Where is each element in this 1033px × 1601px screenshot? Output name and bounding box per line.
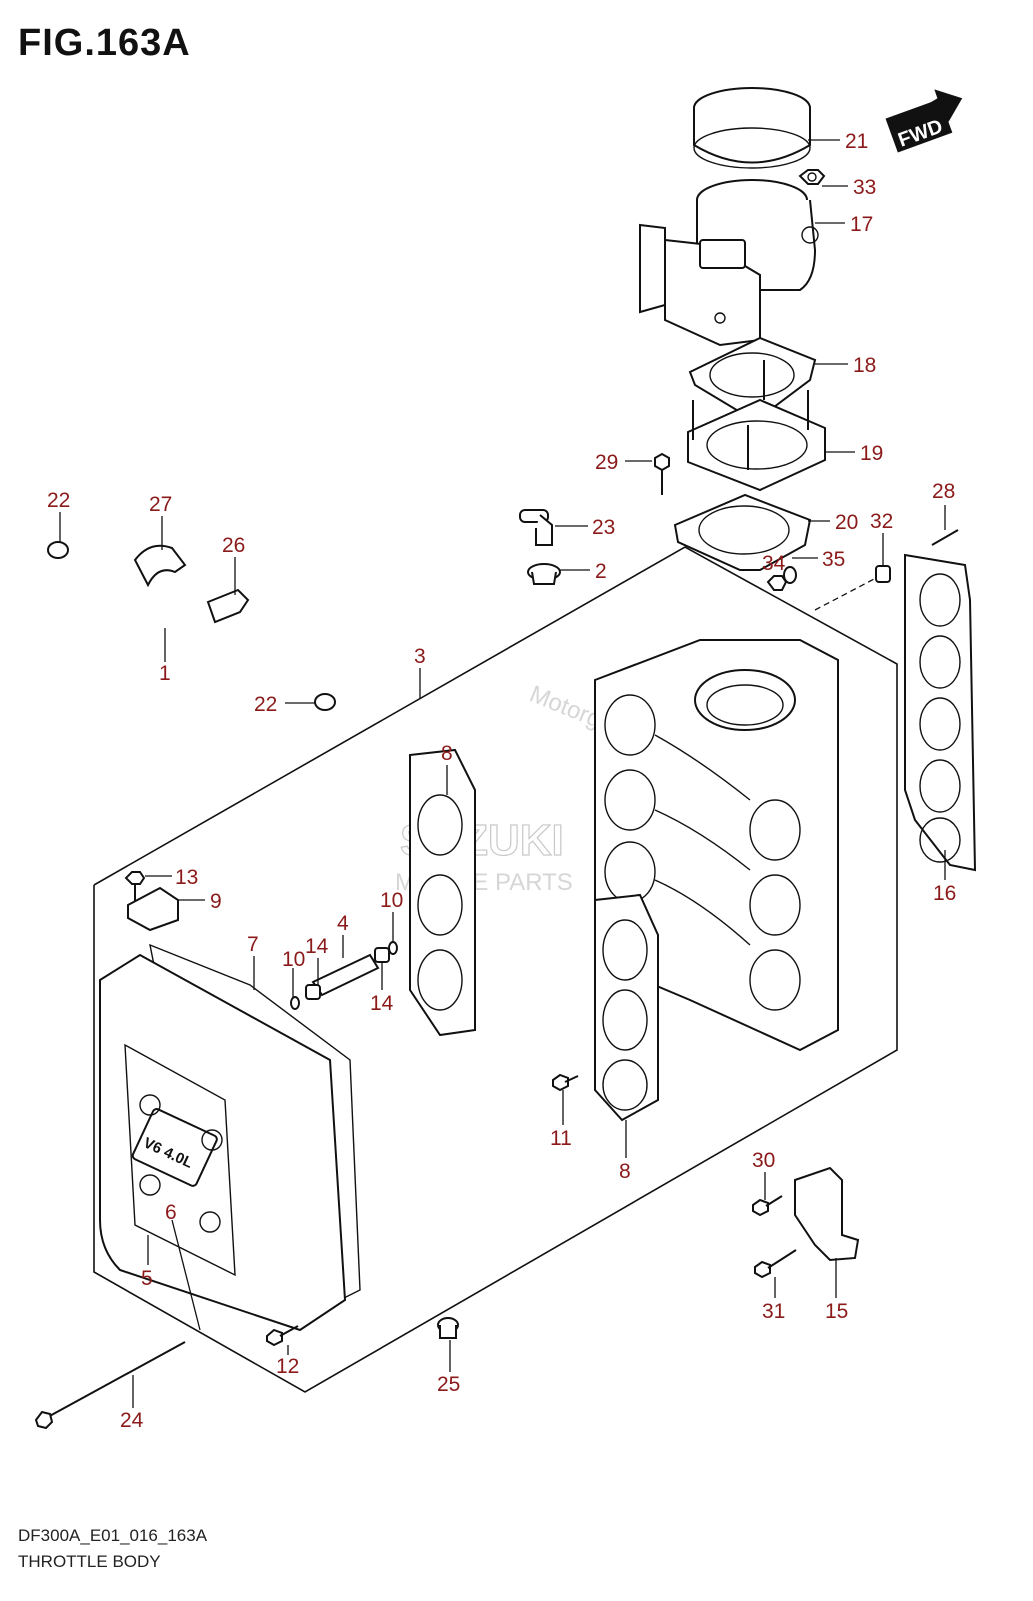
callout-31: 31 bbox=[762, 1300, 785, 1323]
callout-24: 24 bbox=[120, 1409, 144, 1432]
fitting-part bbox=[519, 509, 553, 546]
callout-34: 34 bbox=[762, 552, 786, 575]
manifold-gasket-part bbox=[904, 553, 977, 872]
callout-30: 30 bbox=[752, 1149, 775, 1172]
callout-25: 25 bbox=[437, 1373, 460, 1396]
callout-14b: 14 bbox=[370, 992, 394, 1015]
callout-11: 11 bbox=[550, 1127, 572, 1150]
callout-19: 19 bbox=[860, 442, 883, 465]
callout-3: 3 bbox=[414, 645, 426, 668]
long-bolt-24-part bbox=[34, 1341, 186, 1430]
callout-18: 18 bbox=[853, 354, 876, 377]
callout-20: 20 bbox=[835, 511, 858, 534]
stud-28-part bbox=[931, 529, 959, 546]
callout-labels: 21 33 17 18 19 29 20 23 2 34 35 28 32 22… bbox=[47, 130, 956, 1432]
nut-part bbox=[798, 169, 826, 185]
figure-title: FIG.163A bbox=[18, 22, 191, 64]
clip-27-part bbox=[133, 544, 187, 588]
callout-32: 32 bbox=[870, 510, 893, 533]
spacer-part bbox=[687, 360, 826, 492]
callout-35: 35 bbox=[822, 548, 845, 571]
dowel-32-part bbox=[875, 565, 891, 583]
grommet-25-part bbox=[437, 1317, 459, 1339]
fwd-arrow-icon: FWD bbox=[885, 89, 963, 153]
lower-gasket-part bbox=[673, 493, 812, 571]
callout-26: 26 bbox=[222, 534, 245, 557]
callout-16: 16 bbox=[933, 882, 956, 905]
intake-boot-part bbox=[693, 87, 811, 169]
figure-code: DF300A_E01_016_163A bbox=[18, 1526, 208, 1545]
clamp-22a-part bbox=[47, 541, 69, 559]
callout-7: 7 bbox=[247, 933, 259, 956]
callout-14a: 14 bbox=[305, 935, 329, 958]
bolt-12-part bbox=[266, 1325, 299, 1347]
callout-6: 6 bbox=[165, 1201, 177, 1224]
bolt-11-part bbox=[552, 1073, 579, 1092]
bolt-31-part bbox=[754, 1249, 797, 1279]
throttle-body-part bbox=[639, 179, 819, 347]
callout-2: 2 bbox=[595, 560, 607, 583]
bracket-15-part bbox=[794, 1166, 860, 1262]
bracket-26-part bbox=[206, 588, 250, 624]
nut-34-part bbox=[766, 575, 788, 591]
callout-21: 21 bbox=[845, 130, 868, 153]
pipe-4-part bbox=[290, 941, 398, 1010]
callout-23: 23 bbox=[592, 516, 615, 539]
callout-22b: 22 bbox=[254, 693, 277, 716]
figure-name: THROTTLE BODY bbox=[18, 1552, 161, 1571]
washer-35-part bbox=[783, 566, 797, 584]
grommet-part bbox=[527, 563, 561, 585]
hose-part bbox=[67, 560, 330, 685]
intake-cover-5-part: V6 4.0L bbox=[99, 953, 347, 1332]
upper-gasket-part bbox=[688, 336, 817, 414]
callout-1: 1 bbox=[159, 662, 171, 685]
callout-5: 5 bbox=[141, 1267, 153, 1290]
callout-13: 13 bbox=[175, 866, 198, 889]
assembly-frame bbox=[93, 546, 898, 1393]
clamp-22b-part bbox=[314, 693, 336, 711]
callout-15: 15 bbox=[825, 1300, 848, 1323]
callout-33: 33 bbox=[853, 176, 876, 199]
leader-lines bbox=[59, 139, 946, 1408]
callout-12: 12 bbox=[276, 1355, 299, 1378]
callout-8a: 8 bbox=[441, 742, 453, 765]
callout-28: 28 bbox=[932, 480, 955, 503]
callout-8b: 8 bbox=[619, 1160, 631, 1183]
callout-22a: 22 bbox=[47, 489, 70, 512]
spacer-plate-8b-part bbox=[594, 893, 659, 1122]
callout-4: 4 bbox=[337, 912, 349, 935]
spacer-plate-8a-part bbox=[409, 748, 476, 1037]
bolt-30-part bbox=[752, 1195, 783, 1217]
callout-9: 9 bbox=[210, 890, 222, 913]
bolt-29-part bbox=[654, 452, 670, 495]
callout-10b: 10 bbox=[282, 948, 305, 971]
callout-29: 29 bbox=[595, 451, 618, 474]
sensor-9-part bbox=[127, 886, 179, 932]
callout-27: 27 bbox=[149, 493, 172, 516]
callout-17: 17 bbox=[850, 213, 873, 236]
callout-10a: 10 bbox=[380, 889, 403, 912]
